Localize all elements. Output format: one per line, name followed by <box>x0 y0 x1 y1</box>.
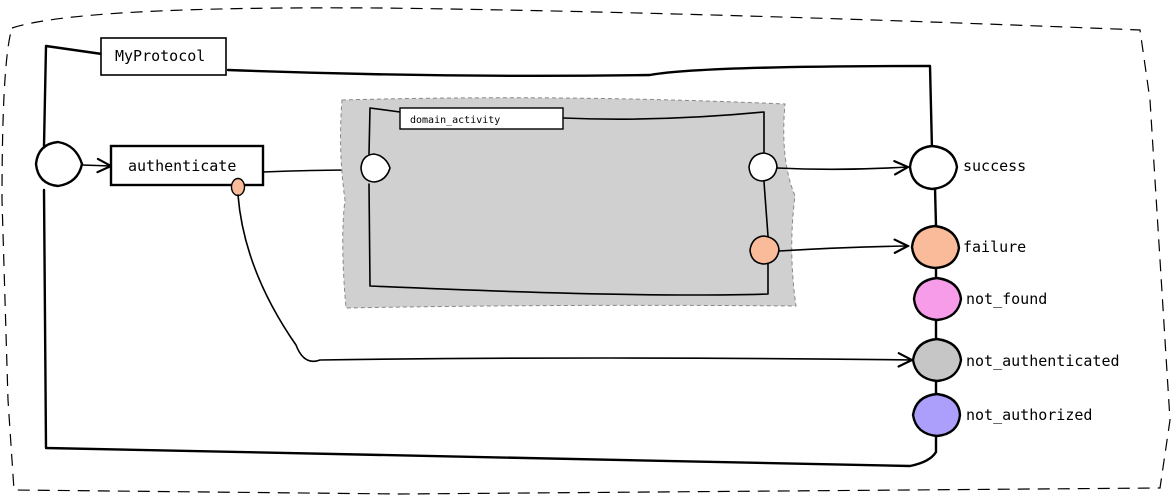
authenticate-error-port <box>230 177 246 197</box>
outer-dashed-boundary <box>1 7 1171 495</box>
subprocess-input-port <box>360 153 391 183</box>
authenticate-label: authenticate <box>128 157 236 175</box>
outcome-success-label: success <box>963 157 1026 175</box>
outcome-not-authenticated: not_authenticated <box>911 337 1120 383</box>
subprocess-frame <box>368 107 769 296</box>
outcome-failure: failure <box>910 224 1026 270</box>
outcome-not-authenticated-port <box>911 337 963 383</box>
protocol-title: MyProtocol <box>115 47 205 65</box>
outcome-failure-label: failure <box>963 238 1026 256</box>
outcome-not-authenticated-label: not_authenticated <box>966 352 1120 370</box>
subprocess-title: domain_activity <box>410 115 500 126</box>
outcome-not-found-port <box>912 276 963 322</box>
outcome-not-authorized-label: not_authorized <box>966 406 1092 424</box>
outcome-success: success <box>908 144 1026 191</box>
outcome-not-authorized-port <box>911 392 962 438</box>
subprocess-shadow <box>340 97 797 309</box>
outcome-not-found: not_found <box>912 276 1047 322</box>
edge-start-authenticate <box>81 165 111 166</box>
protocol-frame <box>42 44 938 468</box>
subprocess-success-port <box>748 152 778 182</box>
subprocess-failure-port <box>749 235 780 265</box>
authenticate-activity[interactable]: authenticate <box>109 144 265 187</box>
input-port <box>34 140 84 188</box>
outcome-not-authorized: not_authorized <box>911 392 1092 438</box>
outcome-success-port <box>908 144 959 191</box>
protocol-title-box: MyProtocol <box>100 37 227 76</box>
outcome-failure-port <box>910 224 961 270</box>
outcome-not-found-label: not_found <box>966 290 1047 308</box>
edge-subprocess-success <box>776 167 908 169</box>
edge-error-not-authenticated <box>237 194 912 361</box>
subprocess-title-box: domain_activity <box>399 107 564 130</box>
edge-subprocess-failure <box>778 246 908 251</box>
